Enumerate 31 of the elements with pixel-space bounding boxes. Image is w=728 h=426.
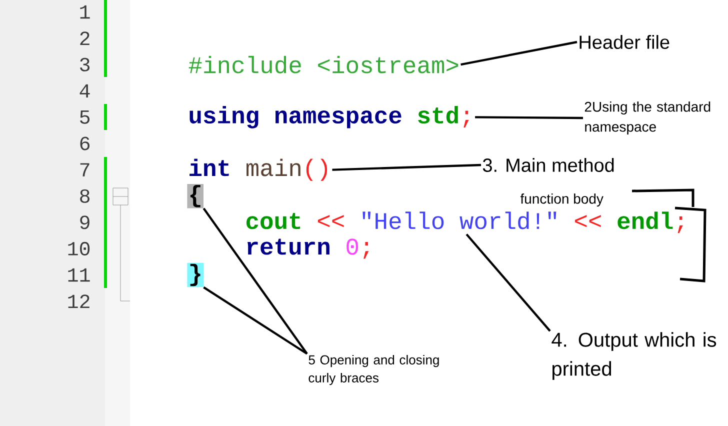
annotation-text: 5 Opening and closing curly braces — [308, 354, 439, 386]
leader-line — [466, 234, 551, 332]
annotation-text: function body — [520, 193, 604, 207]
line-number: 11 — [68, 268, 90, 282]
leader-line — [460, 40, 578, 66]
line-number: 1 — [80, 5, 90, 19]
line-number: 6 — [80, 136, 90, 150]
code-line: cout << "Hello world!" << endl ; — [246, 212, 683, 234]
annotation-text: 4. Output which is printed — [552, 332, 716, 380]
line-number: 7 — [80, 163, 90, 176]
leader-line — [203, 286, 308, 355]
line-number: 5 — [80, 110, 90, 124]
code-line: #include <iostream> — [188, 56, 458, 74]
leader-line — [202, 208, 308, 354]
line-number: 9 — [80, 216, 90, 230]
brace-highlight: } — [187, 262, 204, 288]
line-number: 4 — [80, 84, 90, 98]
annotation-text: 2Using the standard namespace — [584, 101, 710, 135]
brace-highlight: { — [187, 184, 204, 208]
code-line: using namespace std ; — [190, 106, 469, 128]
code-line: int main () — [190, 158, 328, 181]
code-line: return 0 ; — [248, 238, 369, 259]
line-number: 12 — [68, 294, 90, 308]
line-number: 10 — [68, 242, 90, 256]
annotation-text: Header file — [580, 35, 670, 49]
line-number: 8 — [80, 189, 90, 203]
annotation-text: 3. Main method — [482, 158, 614, 172]
line-number: 3 — [80, 58, 90, 72]
leader-line — [332, 164, 482, 171]
line-number: 2 — [80, 32, 90, 45]
leader-line — [475, 116, 584, 120]
